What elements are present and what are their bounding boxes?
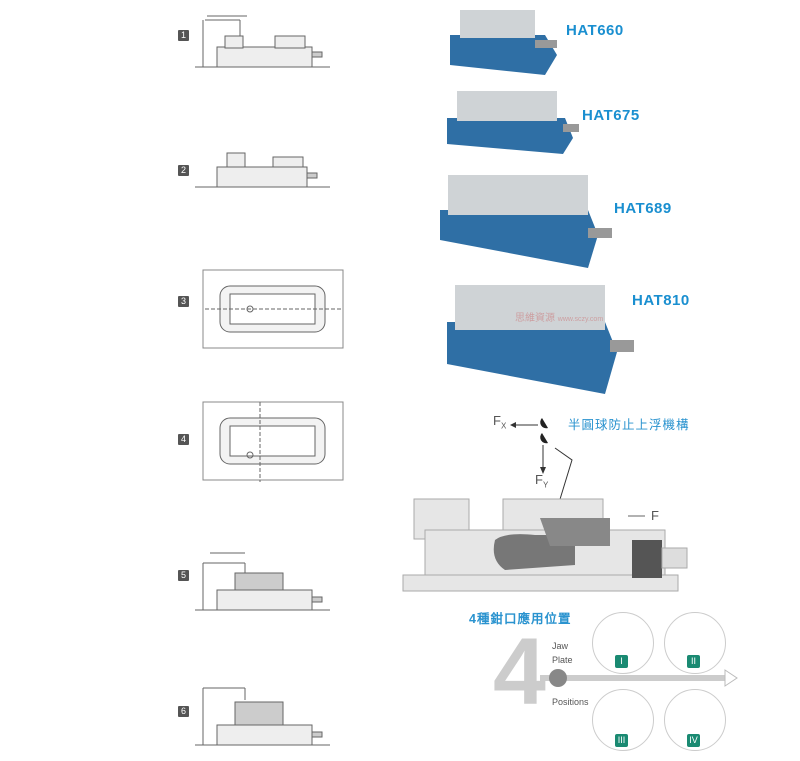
diagram-number: 3 [178, 296, 189, 307]
setup-diagram-5 [195, 552, 330, 611]
fy-label: FY [535, 472, 549, 490]
vise-image-hat689 [440, 175, 612, 268]
vise-cross-section [402, 418, 688, 592]
diagram-number: 6 [178, 706, 189, 717]
model-label-hat689: HAT689 [614, 200, 672, 217]
diagram-number: 5 [178, 570, 189, 581]
jaw-label: Jaw [552, 641, 569, 651]
vise-image-hat675 [447, 91, 579, 154]
setup-diagram-6 [195, 687, 330, 746]
diagram-number: 2 [178, 165, 189, 176]
setup-diagram-3 [202, 269, 344, 349]
positions-label: Positions [552, 697, 589, 707]
plate-label: Plate [552, 655, 573, 665]
position-badge: I [615, 655, 628, 668]
model-label-hat810: HAT810 [632, 292, 690, 309]
diagram-number: 4 [178, 434, 189, 445]
position-circle-1 [592, 612, 654, 674]
position-circle-4 [664, 689, 726, 751]
vise-image-hat810 [447, 285, 634, 394]
setup-diagram-4 [202, 401, 344, 482]
position-badge: III [615, 734, 628, 747]
setup-diagram-1 [195, 15, 330, 68]
big-four: 4 [493, 619, 546, 725]
position-circle-2 [664, 612, 726, 674]
position-badge: II [687, 655, 700, 668]
model-label-hat660: HAT660 [566, 22, 624, 39]
vise-image-hat660 [450, 10, 557, 75]
positions-title: 4種鉗口應用位置 [469, 612, 572, 626]
setup-diagram-2 [195, 152, 330, 188]
model-label-hat675: HAT675 [582, 107, 640, 124]
f-label: F [651, 508, 659, 523]
mechanism-label: 半圓球防止上浮機構 [568, 418, 690, 432]
position-circle-3 [592, 689, 654, 751]
diagram-number: 1 [178, 30, 189, 41]
watermark: 思維資源 www.sczy.com [515, 313, 604, 324]
arrow-graphic [540, 669, 738, 687]
position-badge: IV [687, 734, 700, 747]
fx-label: FX [493, 413, 507, 431]
